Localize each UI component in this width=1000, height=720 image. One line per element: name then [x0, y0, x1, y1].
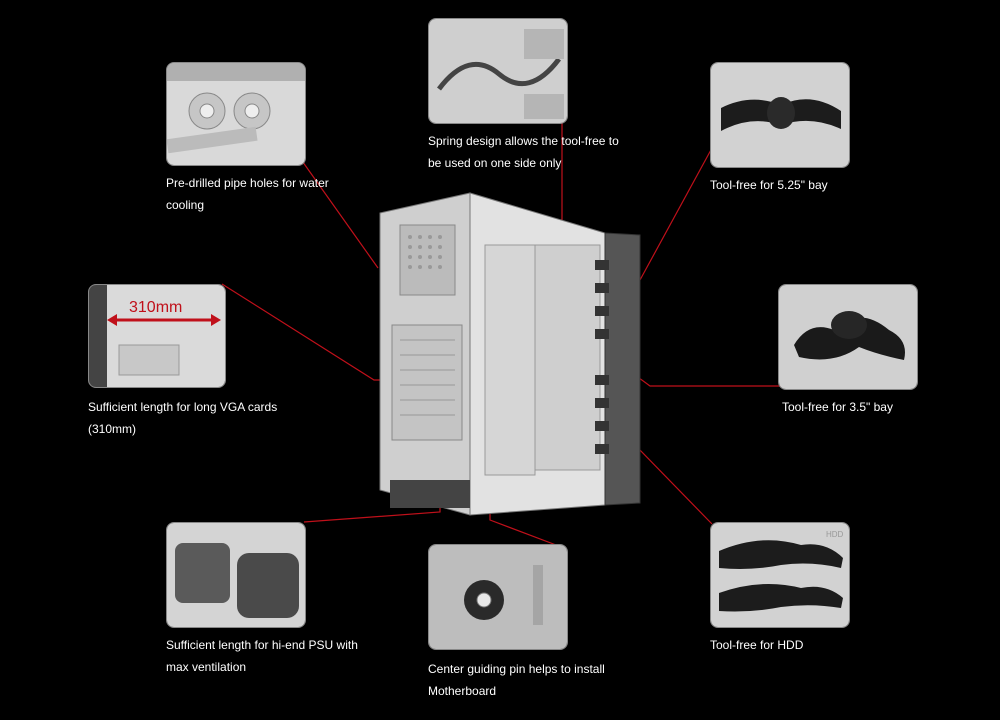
caption-vga: Sufficient length for long VGA cards (31…	[88, 400, 278, 436]
leader-pipe-holes	[299, 157, 379, 269]
thumb-bay35	[778, 284, 918, 390]
caption-pipe-holes: Pre-drilled pipe holes for water cooling	[166, 176, 329, 212]
vga-length-photo-icon: 310mm	[89, 285, 225, 387]
psu-vent-photo-icon	[167, 523, 305, 627]
thumb-vga: 310mm	[88, 284, 226, 388]
caption-spring: Spring design allows the tool-free to be…	[428, 134, 619, 170]
leader-bay525	[639, 147, 713, 281]
thumb-hdd-label: HDD	[826, 530, 844, 539]
caption-bay35: Tool-free for 3.5" bay	[782, 400, 893, 414]
thumb-bay525	[710, 62, 850, 168]
thumb-pipe-holes	[166, 62, 306, 166]
hdd-clip-photo-icon: HDD	[711, 523, 849, 627]
thumb-psu	[166, 522, 306, 628]
thumb-spring	[428, 18, 568, 124]
spring-clip-photo-icon	[429, 19, 567, 123]
caption-bay525: Tool-free for 5.25" bay	[710, 178, 828, 192]
tool-free-clip-photo-icon	[711, 63, 849, 167]
caption-psu: Sufficient length for hi-end PSU with ma…	[166, 638, 358, 674]
thumb-hdd: HDD	[710, 522, 850, 628]
thumb-310-label: 310mm	[129, 299, 182, 316]
caption-hdd: Tool-free for HDD	[710, 638, 804, 652]
tool-free-clip-photo-icon	[779, 285, 917, 389]
guiding-pin-photo-icon	[429, 545, 567, 649]
computer-case-photo-icon	[379, 192, 641, 516]
pipe-holes-photo-icon	[167, 63, 305, 165]
caption-pin: Center guiding pin helps to install Moth…	[428, 662, 605, 698]
thumb-pin	[428, 544, 568, 650]
